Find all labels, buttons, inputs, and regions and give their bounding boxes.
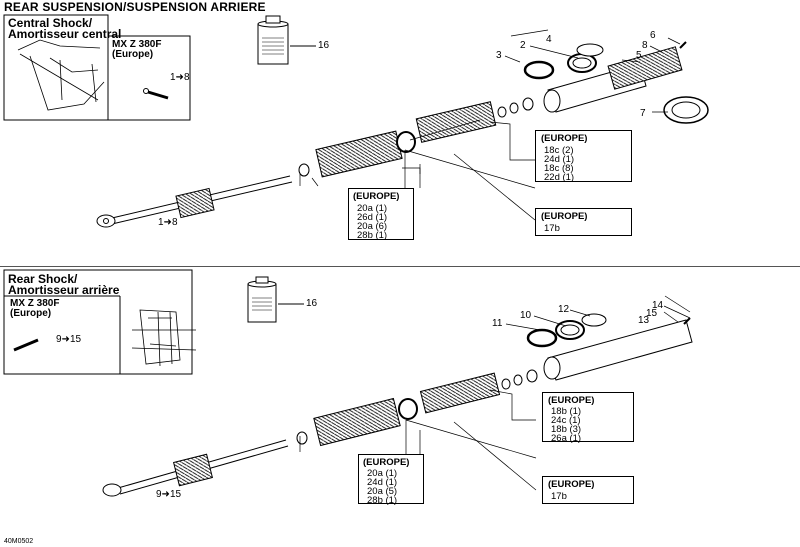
part-label-6: 6	[650, 30, 656, 41]
section-1-header-line1: Central Shock/	[8, 16, 93, 30]
kit-line: 20a (1)	[367, 468, 398, 479]
part-label-2: 2	[520, 40, 526, 51]
part-label-3: 3	[496, 50, 502, 61]
part-label-16: 16	[318, 40, 330, 51]
kit-title: (EUROPE)	[548, 479, 595, 490]
kit-line: 24c (1)	[551, 415, 581, 426]
part-label-8: 8	[642, 40, 648, 51]
kit-line: 17b	[551, 491, 567, 502]
kit-box-top-center: (EUROPE) 20a (1) 26d (1) 20a (6) 28b (1)	[348, 188, 414, 241]
kit-box-bottom-center: (EUROPE) 20a (1) 24d (1) 20a (5) 28b (1)	[358, 454, 424, 506]
section-1-model-line1: MX Z 380F	[112, 39, 162, 50]
kit-line: 26d (1)	[357, 212, 388, 223]
part-label-16: 16	[306, 298, 318, 309]
section-1-model-line2: (Europe)	[112, 49, 154, 60]
section-2-header-line1: Rear Shock/	[8, 272, 78, 286]
section-2-model-line2: (Europe)	[10, 308, 52, 319]
part-label-12: 12	[558, 304, 570, 315]
kit-line: 17b	[544, 223, 560, 234]
kit-line: 22d (1)	[544, 172, 575, 183]
part-label-13: 13	[638, 315, 650, 326]
part-label-11: 11	[492, 318, 503, 329]
kit-title: (EUROPE)	[548, 395, 595, 406]
section-1-header-line2: Amortisseur central	[8, 27, 122, 41]
part-label-10: 10	[520, 310, 532, 321]
kit-title: (EUROPE)	[363, 457, 410, 468]
page-title: REAR SUSPENSION/SUSPENSION ARRIERE	[4, 0, 266, 14]
kit-box-bottom-lower: (EUROPE) 17b	[542, 476, 634, 504]
kit-line: 28b (1)	[367, 495, 398, 506]
section-1-shock-callout: 1➜8	[158, 217, 178, 228]
section-2-header-line2: Amortisseur arrière	[8, 283, 120, 297]
kit-line: 18c (8)	[544, 163, 574, 174]
kit-title: (EUROPE)	[541, 211, 588, 222]
section-2-model-line1: MX Z 380F	[10, 298, 60, 309]
kit-line: 20a (6)	[357, 221, 388, 232]
kit-line: 24d (1)	[367, 477, 398, 488]
rear-shock-drawing	[3, 269, 693, 497]
part-label-4: 4	[546, 34, 552, 45]
kit-line: 20a (5)	[367, 486, 398, 497]
part-label-14: 14	[652, 300, 664, 311]
part-label-15: 15	[646, 308, 658, 319]
footer-code: 40M0502	[4, 538, 34, 545]
kit-line: 24d (1)	[544, 154, 575, 165]
section-2-shock-callout: 9➜15	[156, 489, 182, 500]
section-2-model-callout: 9➜15	[56, 334, 82, 345]
kit-line: 20a (1)	[357, 203, 388, 214]
section-1-model-callout: 1➜8	[170, 72, 190, 83]
section-divider	[0, 266, 800, 267]
kit-line: 18b (1)	[551, 406, 582, 417]
kit-box-top-right: (EUROPE) 18c (2) 24d (1) 18c (8) 22d (1)	[535, 130, 632, 183]
kit-line: 18c (2)	[544, 145, 574, 156]
kit-line: 28b (1)	[357, 230, 388, 241]
kit-title: (EUROPE)	[353, 191, 400, 202]
central-shock-drawing	[3, 14, 709, 228]
kit-line: 18b (3)	[551, 424, 582, 435]
kit-box-bottom-right: (EUROPE) 18b (1) 24c (1) 18b (3) 26a (1)	[542, 392, 634, 444]
kit-line: 26a (1)	[551, 433, 582, 444]
kit-box-top-lower: (EUROPE) 17b	[535, 208, 632, 236]
part-label-5: 5	[636, 50, 642, 61]
kit-title: (EUROPE)	[541, 133, 588, 144]
part-label-7: 7	[640, 108, 646, 119]
